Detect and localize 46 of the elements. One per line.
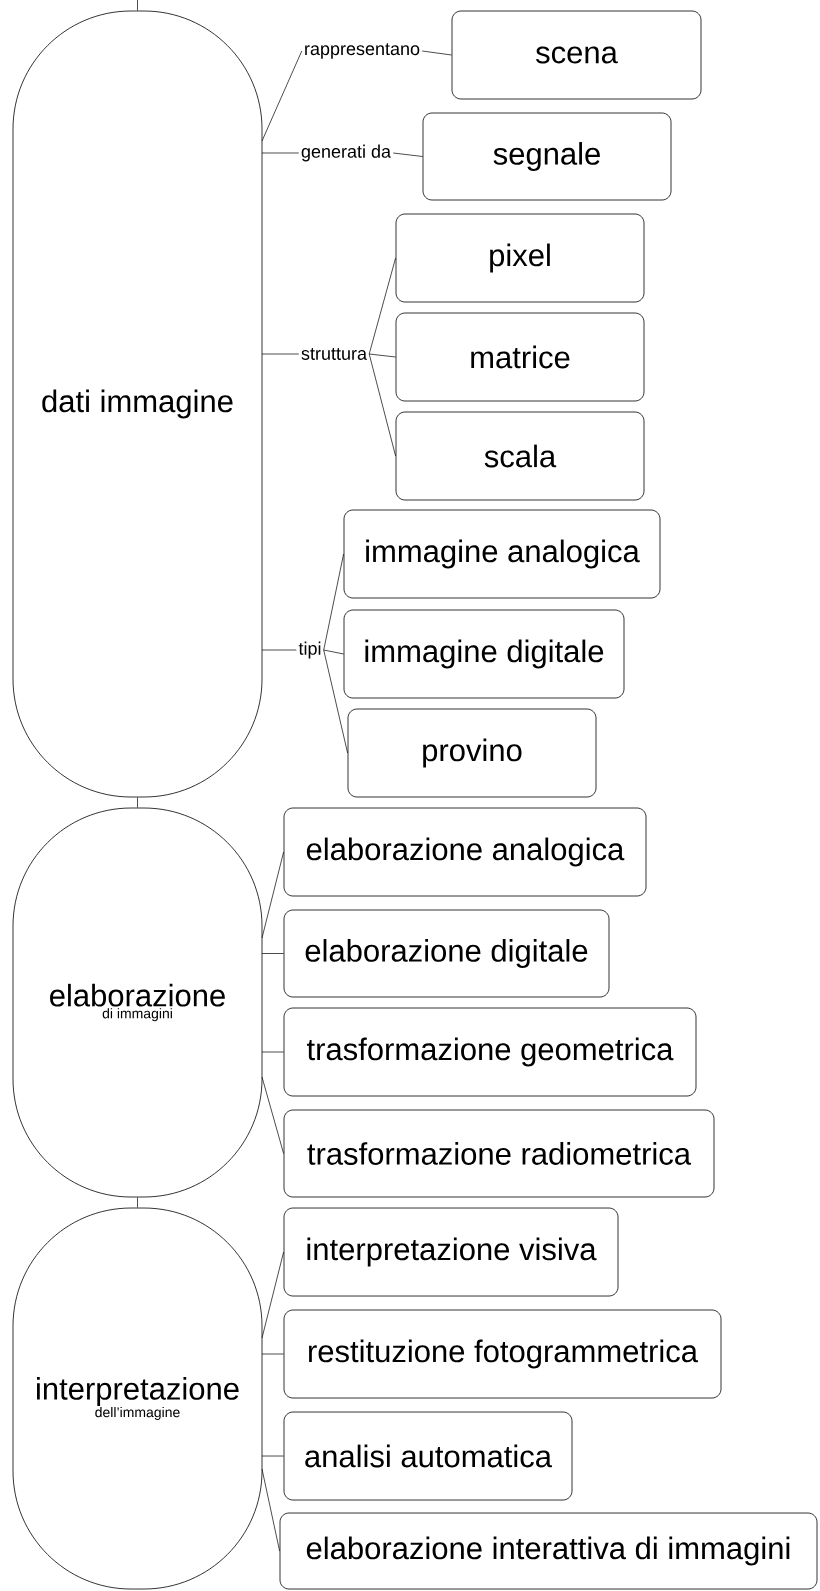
connector-line [261, 1251, 284, 1339]
connector-line [368, 353, 396, 358]
concept-box: pixel [395, 213, 645, 303]
concept-box: restituzione fotogrammetrica [283, 1309, 722, 1399]
connector-line [261, 1468, 280, 1552]
connector-line [261, 1076, 284, 1154]
connector-line [137, 1197, 138, 1208]
concept-box: immagine digitale [343, 609, 625, 699]
connector-line [261, 851, 284, 939]
connector-line [261, 152, 300, 154]
link-text: struttura [301, 348, 367, 360]
concept-box: interpretazione visiva [283, 1207, 619, 1297]
connector-line [368, 353, 396, 457]
concept-box: trasformazione geometrica [283, 1007, 697, 1097]
concept-box: analisi automatica [283, 1411, 573, 1501]
connector-line [323, 553, 344, 651]
connector-line [392, 152, 423, 157]
concept-box: matrice [395, 312, 645, 402]
connector-line [261, 50, 303, 142]
topic-pill: elaborazione di immagini [12, 807, 263, 1198]
connector-line [323, 649, 348, 754]
concept-box: trasformazione radiometrica [283, 1109, 715, 1198]
topic-pill: dati immagine [12, 10, 263, 798]
connector-line [261, 1455, 284, 1457]
concept-box: immagine analogica [343, 509, 661, 599]
concept-box: elaborazione digitale [283, 909, 610, 998]
concept-box: segnale [422, 112, 672, 201]
link-text: generati da [301, 144, 391, 162]
connector-line [368, 257, 396, 355]
concept-box: scala [395, 411, 645, 501]
topic-pill: interpretazione dell’immagine [12, 1207, 263, 1590]
connector-line [421, 50, 452, 56]
link-text: tipi [298, 641, 321, 659]
link-text: rappresentano [305, 43, 420, 59]
connector-line [261, 353, 300, 355]
connector-line [137, 0, 138, 11]
connector-line [261, 649, 297, 651]
concept-box: provino [347, 708, 597, 798]
concept-box: scena [451, 10, 702, 100]
connector-line [137, 797, 138, 808]
connector-line [261, 1051, 284, 1053]
connector-line [261, 953, 284, 954]
connector-line [323, 649, 344, 655]
concept-box: elaborazione analogica [283, 807, 647, 897]
connector-line [261, 1353, 284, 1355]
concept-box: elaborazione interattiva di immagini [279, 1512, 818, 1590]
